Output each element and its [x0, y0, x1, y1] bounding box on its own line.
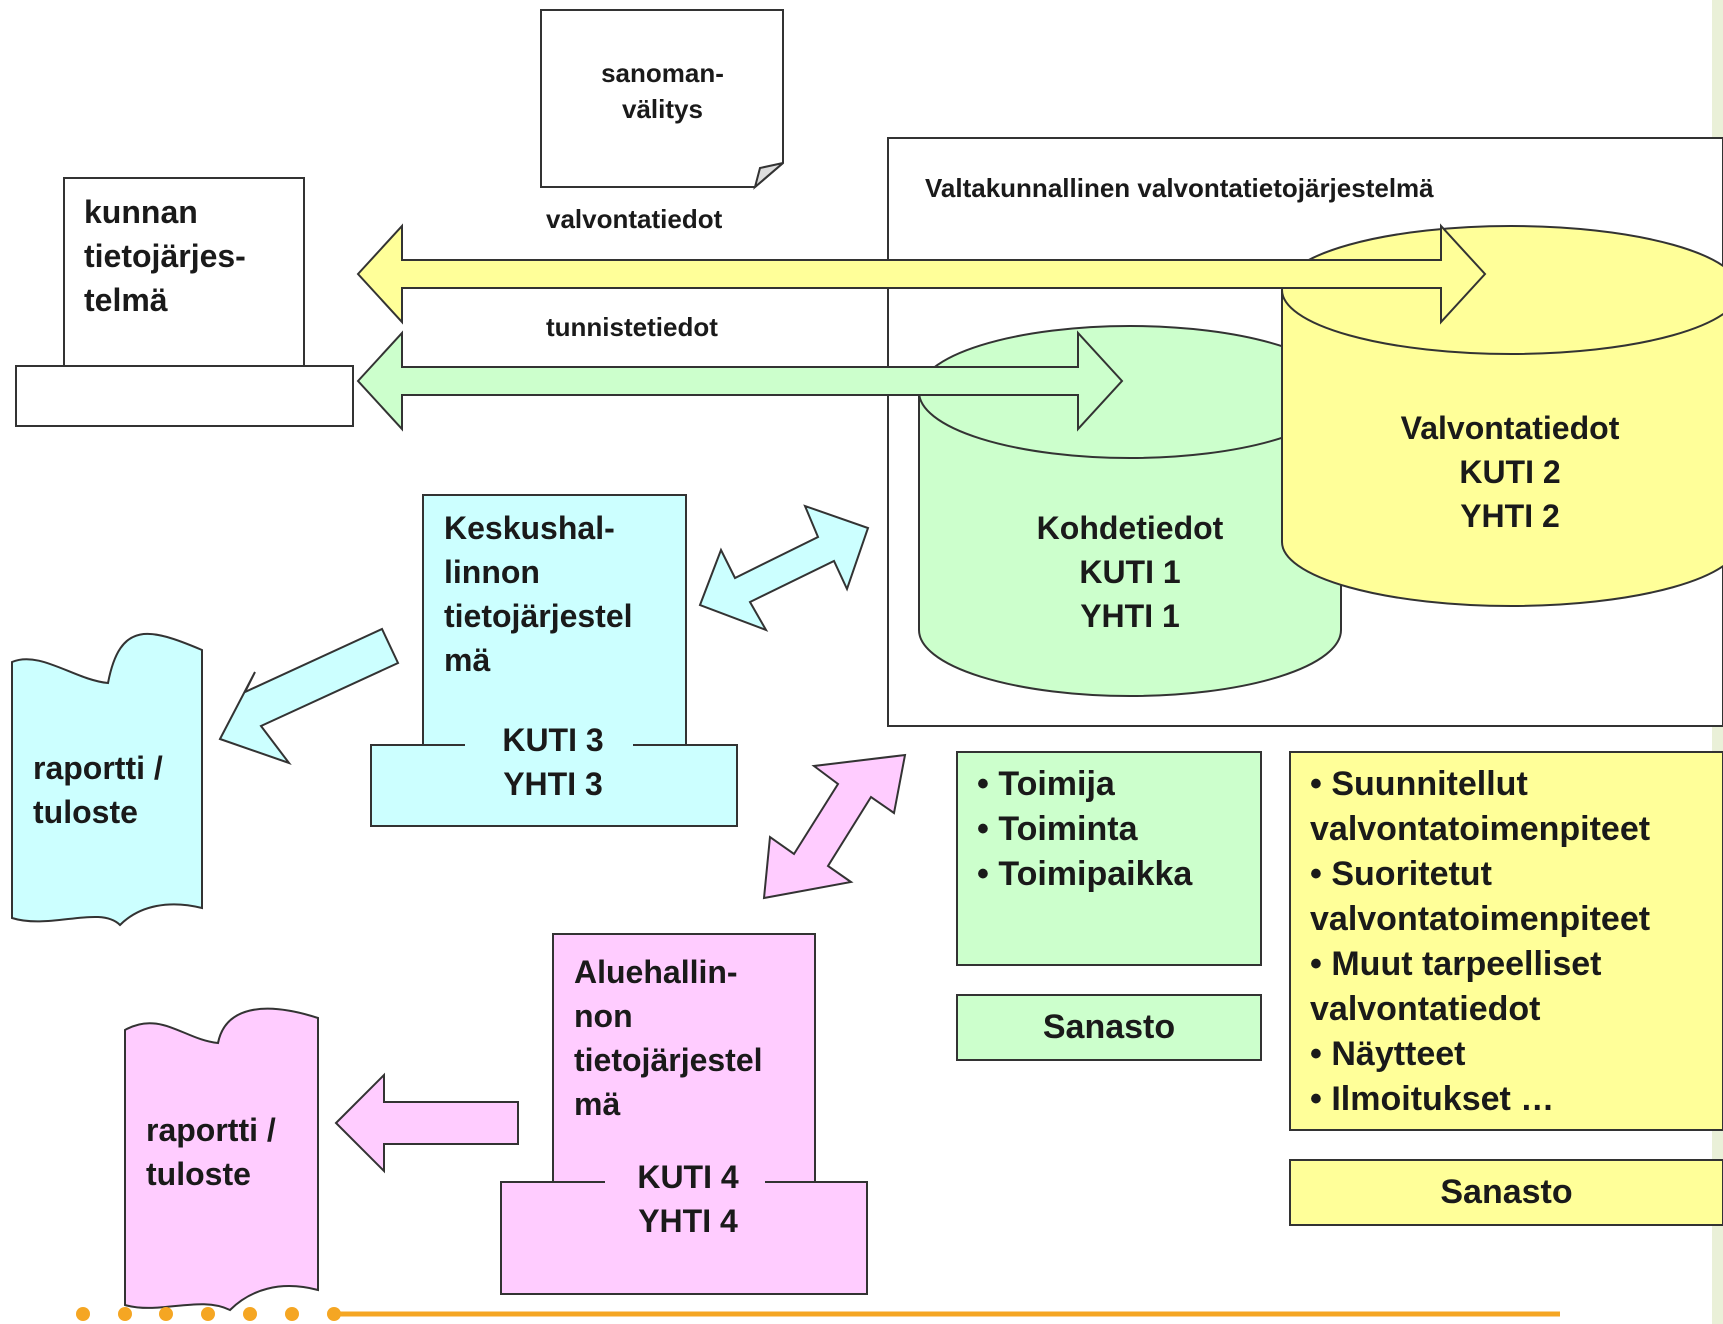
green-info-box [956, 751, 1262, 966]
green-list-item: • Toiminta [977, 810, 1138, 848]
footer-accent [76, 1307, 1560, 1321]
yellow-info-box [1289, 751, 1723, 1131]
yellow-list-item: valvontatoimenpiteet [1310, 810, 1651, 848]
valvontatiedot-arrow [356, 223, 1487, 325]
yellow-list: • Suunnitellut valvontatoimenpiteet • Su… [1310, 762, 1650, 1122]
kunta-label: kunnan tietojärjes- telmä [84, 190, 246, 322]
message-line-1: sanoman- [601, 58, 724, 88]
report-2-line-1: raportti / [146, 1112, 276, 1148]
keskus-national-arrow [698, 504, 870, 632]
message-line-2: välitys [622, 94, 703, 124]
alue-line-2: non [574, 998, 633, 1034]
kohde-line-1: Kohdetiedot [1036, 510, 1224, 546]
yellow-list-item: • Ilmoitukset … [1310, 1080, 1555, 1118]
yellow-sanasto-label: Sanasto [1440, 1173, 1573, 1211]
yellow-list-item: valvontatiedot [1310, 990, 1541, 1028]
alue-line-3: tietojärjestel [574, 1042, 763, 1078]
report-1-line-2: tuloste [33, 794, 138, 830]
green-list-item: • Toimipaikka [977, 855, 1193, 893]
national-system-title: Valtakunnallinen valvontatietojärjestelm… [925, 173, 1434, 203]
keskus-line-2: linnon [444, 554, 540, 590]
keskus-report-arrow [218, 627, 400, 766]
alue-system [500, 933, 868, 1295]
yellow-list-item: • Muut tarpeelliset [1310, 945, 1602, 983]
report-1-label: raportti / tuloste [33, 746, 163, 834]
alue-national-arrow [762, 753, 907, 900]
yellow-list-item: • Suunnitellut [1310, 765, 1528, 803]
kunta-line-3: telmä [84, 282, 168, 318]
kohde-line-3: YHTI 1 [1080, 598, 1180, 634]
report-1-shape [11, 633, 203, 927]
yellow-sanasto-box [1289, 1159, 1723, 1226]
keskus-code-1: KUTI 3 [502, 722, 604, 758]
keskus-line-1: Keskushal- [444, 510, 615, 546]
green-sanasto-label: Sanasto [1042, 1008, 1176, 1046]
report-2-label: raportti / tuloste [146, 1108, 276, 1196]
alue-label: Aluehallin- non tietojärjestel mä [574, 950, 763, 1126]
report-2-line-2: tuloste [146, 1156, 251, 1192]
tunnistetiedot-arrow [356, 330, 1124, 432]
report-1-line-1: raportti / [33, 750, 163, 786]
kunta-line-2: tietojärjes- [84, 238, 246, 274]
keskus-label: Keskushal- linnon tietojärjestel mä [444, 506, 633, 682]
yellow-list-item: • Näytteet [1310, 1035, 1466, 1073]
alue-line-4: mä [574, 1086, 621, 1122]
green-sanasto-box [956, 994, 1262, 1061]
valvontatiedot-database [1281, 225, 1723, 607]
report-2-shape [124, 1007, 319, 1312]
keskus-system [370, 494, 738, 827]
yellow-list-item: • Suoritetut [1310, 855, 1492, 893]
valvonta-line-2: KUTI 2 [1459, 454, 1561, 490]
kohdetiedot-label: Kohdetiedot KUTI 1 YHTI 1 [960, 506, 1300, 638]
alue-report-arrow [334, 1072, 519, 1174]
kunta-base [15, 365, 354, 427]
tunnistetiedot-arrow-label: tunnistetiedot [546, 312, 718, 342]
alue-codes: KUTI 4 YHTI 4 [588, 1155, 788, 1243]
document-fold [753, 162, 784, 190]
valvontatiedot-label: Valvontatiedot KUTI 2 YHTI 2 [1345, 406, 1675, 538]
alue-code-2: YHTI 4 [638, 1203, 738, 1239]
valvontatiedot-arrow-label: valvontatiedot [546, 204, 723, 234]
green-list: • Toimija • Toiminta • Toimipaikka [977, 762, 1192, 897]
alue-code-1: KUTI 4 [637, 1159, 739, 1195]
yellow-list-item: valvontatoimenpiteet [1310, 900, 1651, 938]
keskus-line-3: tietojärjestel [444, 598, 633, 634]
valvonta-line-3: YHTI 2 [1460, 498, 1560, 534]
alue-line-1: Aluehallin- [574, 954, 738, 990]
kunta-line-1: kunnan [84, 194, 198, 230]
green-list-item: • Toimija [977, 765, 1115, 803]
keskus-code-2: YHTI 3 [503, 766, 603, 802]
keskus-codes: KUTI 3 YHTI 3 [453, 718, 653, 806]
message-label: sanoman- välitys [545, 55, 780, 127]
valvonta-line-1: Valvontatiedot [1400, 410, 1620, 446]
kohde-line-2: KUTI 1 [1079, 554, 1181, 590]
keskus-line-4: mä [444, 642, 491, 678]
